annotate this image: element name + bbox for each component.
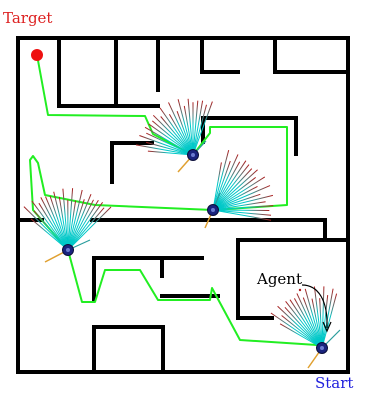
sensor-ray	[321, 295, 329, 349]
sensor-ray	[212, 164, 250, 211]
sensor-ray	[159, 107, 194, 156]
sensor-ray	[321, 288, 334, 349]
sensor-ray	[270, 312, 323, 349]
sensor-ray	[67, 188, 74, 251]
sensor-ray	[281, 315, 323, 349]
sensor-ray	[293, 298, 323, 349]
sensor-ray	[33, 210, 69, 251]
sensor-ray	[285, 300, 323, 349]
sensor-ray	[58, 196, 69, 251]
sensor-ray	[304, 288, 323, 349]
sensor-ray	[212, 209, 270, 211]
sensor-ray	[144, 126, 194, 156]
sensor-ray	[67, 194, 92, 251]
sensor-ray	[279, 323, 323, 349]
agent-callout-arrow	[301, 284, 328, 329]
sensor-ray	[277, 305, 323, 349]
sensor-ray	[212, 185, 258, 211]
sensor-ray	[212, 176, 266, 211]
sensor-ray	[152, 114, 194, 156]
start-label: Start	[315, 374, 353, 392]
sensor-ray	[313, 286, 323, 349]
agent-marker-start	[307, 329, 341, 369]
ray-fan-2	[212, 149, 274, 221]
sensor-ray	[319, 298, 323, 349]
sensor-ray	[30, 218, 69, 251]
sensor-ray	[212, 194, 274, 211]
sensor-ray	[212, 162, 222, 211]
sensor-ray	[183, 105, 194, 156]
sensor-ray	[67, 207, 105, 251]
sensor-ray	[62, 188, 69, 251]
sensor-ray	[321, 293, 338, 349]
agent-marker-1	[177, 140, 207, 173]
agent-marker-2	[204, 192, 221, 229]
sensor-ray	[212, 205, 274, 211]
sensor-ray	[146, 141, 194, 156]
sensor-ray	[311, 298, 323, 349]
ray-fan-1	[135, 98, 213, 156]
agent-marker-3	[44, 239, 91, 263]
sensor-ray	[151, 120, 194, 156]
sensor-ray	[160, 116, 194, 156]
sensor-ray	[67, 199, 94, 251]
sensor-ray-fans	[23, 98, 338, 349]
sensor-ray	[192, 100, 199, 156]
sensor-ray	[192, 100, 204, 156]
sensor-ray	[148, 123, 194, 156]
sensor-ray	[40, 197, 69, 251]
sensor-ray	[289, 299, 323, 349]
sensor-ray	[67, 200, 77, 251]
sensor-ray	[212, 193, 261, 211]
sensor-ray	[212, 149, 230, 211]
sensor-ray	[31, 200, 69, 251]
sensor-ray	[38, 202, 69, 251]
sensor-ray	[147, 150, 194, 156]
sensor-ray	[168, 102, 194, 156]
sensor-ray	[212, 168, 253, 211]
sensor-ray	[212, 209, 272, 221]
sensor-ray	[187, 98, 194, 156]
sensor-ray	[67, 202, 104, 251]
sensor-ray	[212, 169, 258, 211]
sensor-ray	[67, 200, 99, 251]
sensor-ray	[212, 161, 241, 211]
target-label: Target	[3, 9, 52, 27]
ray-fan-3	[23, 188, 112, 251]
sensor-ray	[23, 206, 69, 251]
sensor-ray	[212, 209, 272, 216]
sensor-ray	[67, 206, 112, 251]
agent-label: Agent	[256, 270, 302, 288]
agent-callout-arrowhead	[322, 321, 332, 333]
sensor-ray	[177, 99, 194, 156]
sensor-ray	[212, 185, 271, 211]
sensor-ray	[192, 104, 207, 156]
sensor-ray	[67, 189, 83, 251]
sensor-ray	[212, 201, 266, 211]
sensor-ray	[45, 196, 69, 251]
sensor-ray	[139, 135, 194, 156]
planned-path	[29, 54, 323, 349]
sensor-ray	[168, 113, 194, 156]
ray-fan-start	[270, 286, 338, 349]
sensor-ray	[192, 101, 213, 156]
sensor-ray	[212, 177, 257, 211]
sensor-ray	[53, 191, 69, 251]
agent-callout-dot	[298, 288, 302, 292]
sensor-ray	[296, 293, 323, 349]
sensor-ray	[321, 286, 325, 349]
maze-walls	[16, 36, 350, 374]
sensor-ray	[49, 195, 69, 251]
agent-poses	[44, 140, 341, 369]
sensor-ray	[212, 160, 247, 211]
target-marker	[31, 49, 43, 61]
sensor-ray	[302, 297, 323, 349]
sensor-ray	[146, 132, 194, 156]
sensor-ray	[284, 306, 323, 349]
sensor-ray	[135, 144, 194, 156]
sensor-ray	[176, 111, 194, 156]
sensor-ray	[67, 199, 85, 251]
